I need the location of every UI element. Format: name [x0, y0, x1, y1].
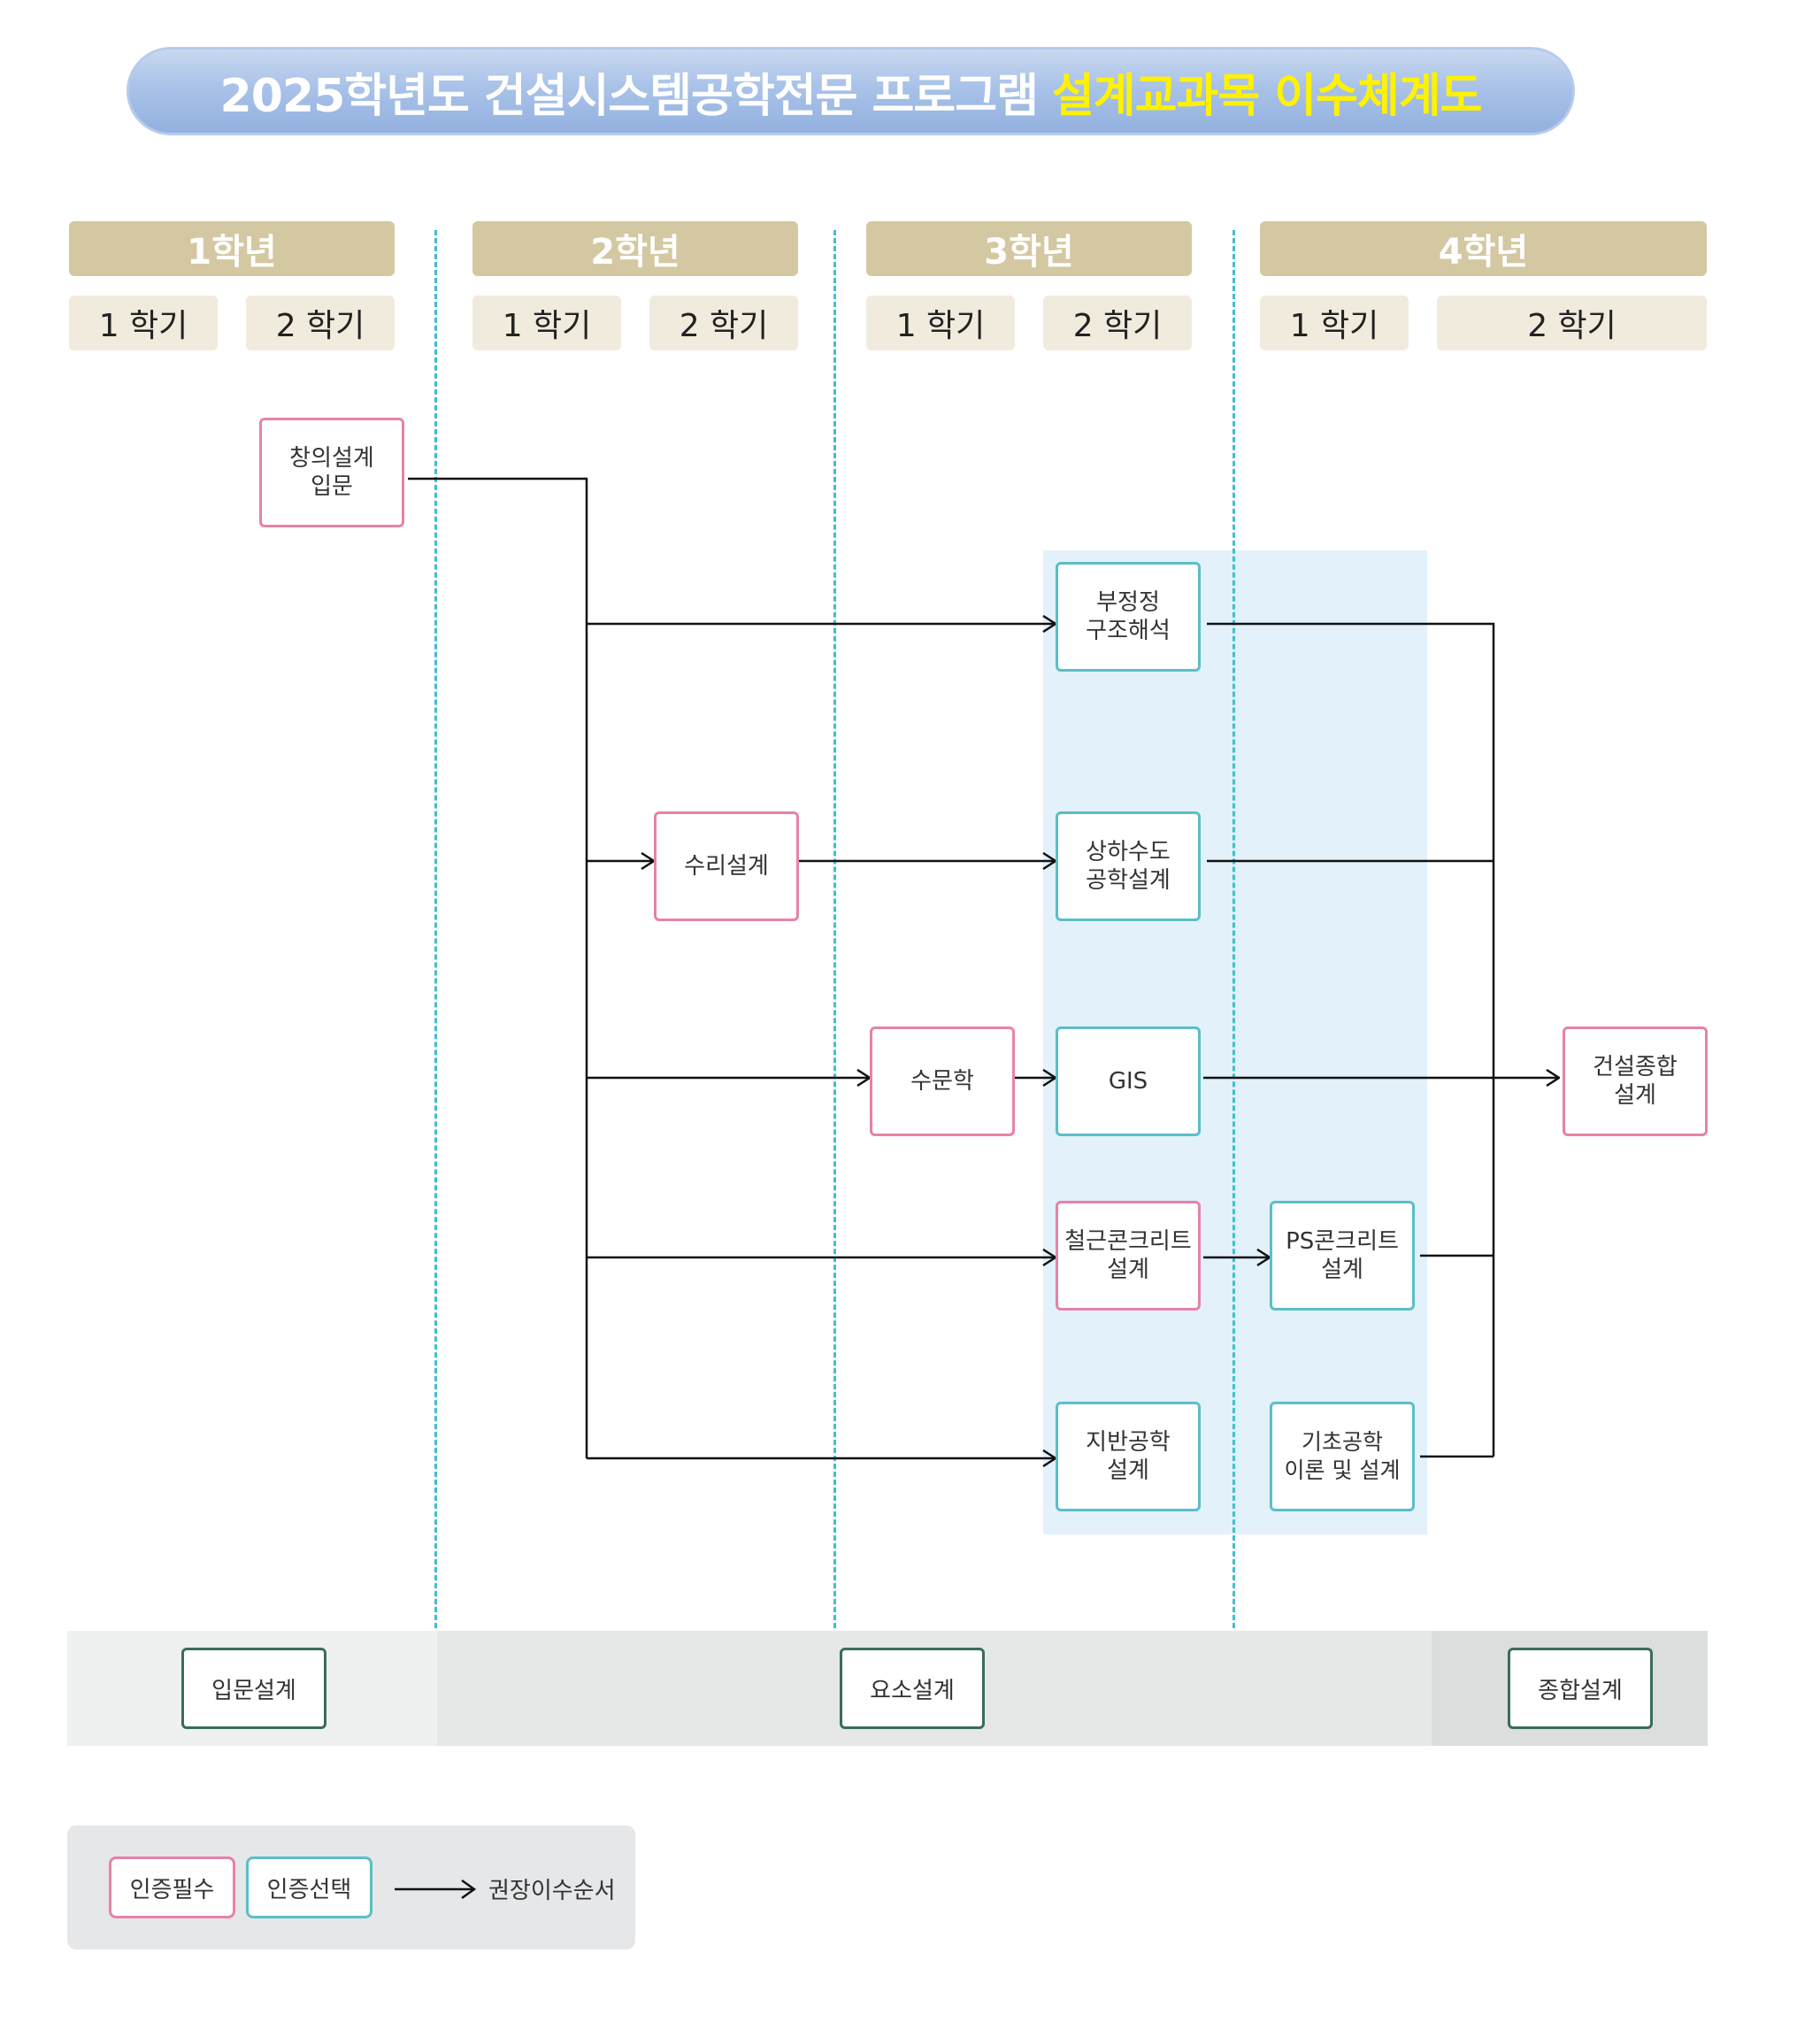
legend-arrow-label: 권장이수순서 [488, 1878, 616, 1904]
course-capstone-design: 건설종합 설계 [1563, 1026, 1708, 1136]
course-gis: GIS [1056, 1026, 1201, 1136]
course-rc-design: 철근콘크리트 설계 [1056, 1201, 1201, 1311]
course-ps-concrete-design: PS콘크리트 설계 [1270, 1201, 1415, 1311]
year2-sem2: 2 학기 [649, 296, 798, 350]
course-indeterminate-structure: 부정정 구조해석 [1056, 562, 1201, 672]
course-foundation-design: 기초공학 이론 및 설계 [1270, 1402, 1415, 1511]
phase-comprehensive-design: 종합설계 [1508, 1648, 1653, 1729]
year3-sem2: 2 학기 [1043, 296, 1192, 350]
year4-sem1: 1 학기 [1260, 296, 1409, 350]
year1-sem2: 2 학기 [246, 296, 395, 350]
year4-sem2: 2 학기 [1437, 296, 1707, 350]
course-creative-design-intro: 창의설계 입문 [259, 418, 404, 527]
year3-sem1: 1 학기 [866, 296, 1015, 350]
year-divider-1 [434, 230, 437, 1628]
bus-from-indeterminate [1207, 622, 1495, 1457]
course-hydraulic-design: 수리설계 [654, 811, 799, 921]
title-main: 2025학년도 건설시스템공학전문 프로그램 [219, 69, 1039, 123]
phase-element-design: 요소설계 [840, 1648, 985, 1729]
year2-sem1: 1 학기 [472, 296, 621, 350]
legend-required: 인증필수 [109, 1856, 235, 1918]
year-divider-3 [1233, 230, 1235, 1628]
course-water-sewer-design: 상하수도 공학설계 [1056, 811, 1201, 921]
year-3-header: 3학년 [866, 221, 1192, 276]
phase-intro-design: 입문설계 [181, 1648, 326, 1729]
year1-sem1: 1 학기 [69, 296, 218, 350]
year-1-header: 1학년 [69, 221, 395, 276]
course-geotechnical-design: 지반공학 설계 [1056, 1402, 1201, 1511]
year-divider-2 [833, 230, 836, 1628]
course-hydrology: 수문학 [870, 1026, 1015, 1136]
legend-arrow-icon [395, 1879, 477, 1900]
year-2-header: 2학년 [472, 221, 798, 276]
page-title: 2025학년도 건설시스템공학전문 프로그램 설계교과목 이수체계도 [127, 47, 1575, 135]
legend-optional: 인증선택 [246, 1856, 372, 1918]
title-highlight: 설계교과목 이수체계도 [1051, 69, 1483, 123]
trunk-line [408, 477, 588, 1458]
year-4-header: 4학년 [1260, 221, 1707, 276]
